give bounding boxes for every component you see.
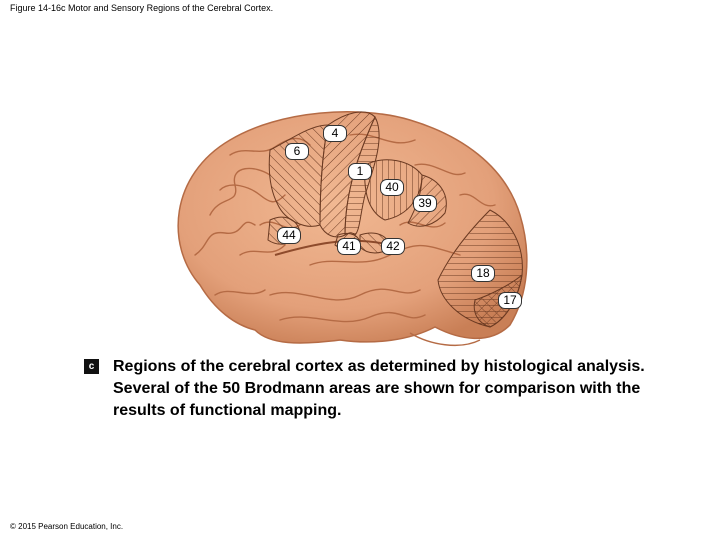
- area-label-17: 17: [498, 292, 522, 309]
- panel-letter: c: [84, 359, 99, 374]
- brain-illustration: 4 6 1 40 39 44 41 42 18 17: [160, 95, 540, 355]
- region-6: [268, 124, 329, 227]
- brain-svg: [177, 111, 528, 346]
- area-label-6: 6: [285, 143, 309, 160]
- figure-caption: Regions of the cerebral cortex as determ…: [113, 358, 645, 419]
- area-label-4: 4: [323, 125, 347, 142]
- area-label-42: 42: [381, 238, 405, 255]
- figure-title: Figure 14-16c Motor and Sensory Regions …: [10, 3, 274, 13]
- area-label-40: 40: [380, 179, 404, 196]
- copyright-notice: © 2015 Pearson Education, Inc.: [10, 522, 124, 531]
- area-label-18: 18: [471, 265, 495, 282]
- cerebellum: [409, 332, 481, 346]
- area-label-1: 1: [348, 163, 372, 180]
- area-label-39: 39: [413, 195, 437, 212]
- area-label-41: 41: [337, 238, 361, 255]
- area-label-44: 44: [277, 227, 301, 244]
